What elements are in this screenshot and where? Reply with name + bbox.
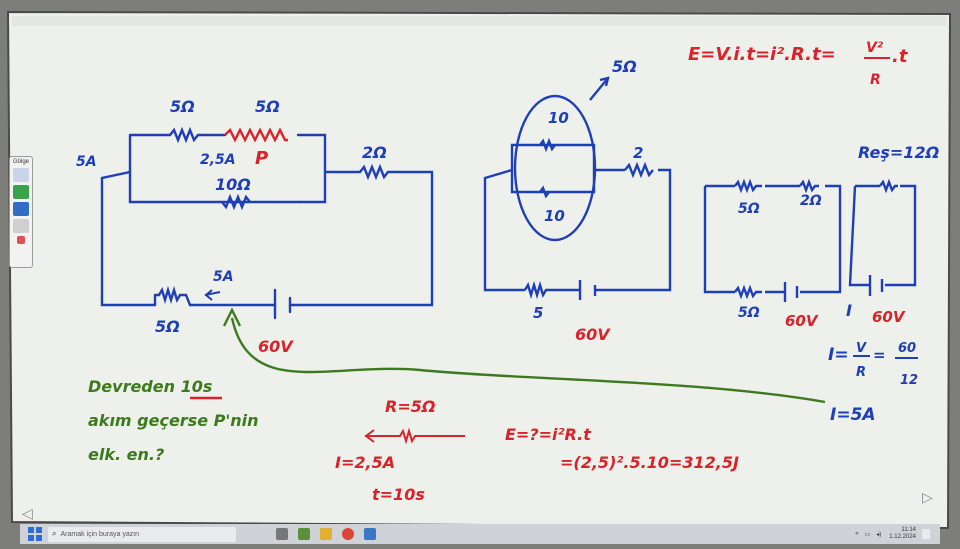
label-60v-left: 60V [258,337,294,356]
label-mid-60v: 60V [575,325,611,344]
label-c3-2: 2Ω [800,193,822,209]
search-icon: ⌕ [52,529,57,538]
given-i: I=2,5A [335,453,395,472]
taskbar: ⌕ Aramak için buraya yazın « ▭ ◂) 11:14 … [20,524,940,544]
pen-toolbox: Gölge [9,156,33,268]
circuit-4-wires [848,178,917,296]
screen-icon[interactable] [13,219,29,233]
label-mid-2: 2 [633,144,643,162]
windows-start-icon[interactable] [28,527,42,541]
pen-app-icon[interactable] [276,528,288,540]
label-5a-left: 5A [76,154,97,170]
taskbar-search[interactable]: ⌕ Aramak için buraya yazın [48,526,236,542]
close-icon[interactable] [17,236,25,244]
label-mid-5: 5 [533,304,543,322]
app-icon[interactable] [364,528,376,540]
label-r2-ohm: 2Ω [362,143,387,162]
circuit-1-wires [100,126,434,320]
label-c3-60v: 60V [785,312,819,330]
label-c3-5b: 5Ω [738,305,760,321]
search-placeholder: Aramak için buraya yazın [60,530,140,538]
chrome-icon[interactable] [342,528,354,540]
label-mid-10-top: 10 [548,109,569,127]
svg-text:=: = [873,346,886,364]
ohm-60: 60 [898,341,916,356]
volume-icon[interactable]: ◂) [876,531,882,538]
given-t: t=10s [372,485,425,504]
label-r1: 5Ω [170,97,195,116]
ohm-law: I= [828,345,849,365]
formula-energy: E=V.i.t=i².R.t= [688,44,836,65]
formula-num: V² [866,40,884,56]
label-p: P [255,148,268,169]
label-c3-5: 5Ω [738,201,760,217]
right-arrow-icon[interactable]: ▷ [922,489,933,505]
label-c4-i: I [846,301,852,320]
solution-line1: E=?=i²R.t [505,425,592,444]
ohm-v: V [856,341,867,356]
ohm-12: 12 [900,373,918,388]
label-current-25: 2,5A [200,152,236,168]
circuit-2-wires [483,76,672,300]
label-5a-bottom: 5A [213,269,234,285]
eraser-icon[interactable] [13,202,29,216]
tray-arrow-icon[interactable]: « [855,531,859,537]
label-r10: 10Ω [215,175,251,194]
label-mid-10-bot: 10 [544,207,565,225]
formula-den: R [870,72,881,88]
circuit-3-wires [703,178,842,302]
label-5ohm-top: 5Ω [612,57,637,76]
question-line2: akım geçerse P'nin [88,411,259,430]
ohm-r: R [856,365,866,380]
green-arrow [230,317,826,404]
notification-icon[interactable] [922,529,930,539]
pen-icon[interactable] [13,185,29,199]
question-line1: Devreden 10s [88,377,212,396]
tray-date[interactable]: 1.12.2024 [889,534,916,540]
given-r: R=5Ω [385,397,435,416]
toolbox-label: Gölge [12,159,29,165]
label-req: Reş=12Ω [858,143,939,162]
solution-line2: =(2,5)².5.10=312,5J [560,453,739,472]
label-r2: 5Ω [255,97,280,116]
system-tray: « ▭ ◂) 11:14 1.12.2024 [855,527,940,541]
hand-icon[interactable] [13,168,29,182]
question-line3: elk. en.? [88,445,164,464]
label-c4-60v: 60V [872,308,906,326]
result-i-5a: I=5A [830,405,876,425]
tray-time[interactable]: 11:14 [901,527,916,533]
network-icon[interactable]: ▭ [864,531,871,538]
left-arrow-icon[interactable]: ◁ [22,505,33,521]
formula-t: .t [892,46,909,67]
label-r5-bottom: 5Ω [155,317,180,336]
folder-icon[interactable] [320,528,332,540]
task-view-icon[interactable] [298,528,310,540]
